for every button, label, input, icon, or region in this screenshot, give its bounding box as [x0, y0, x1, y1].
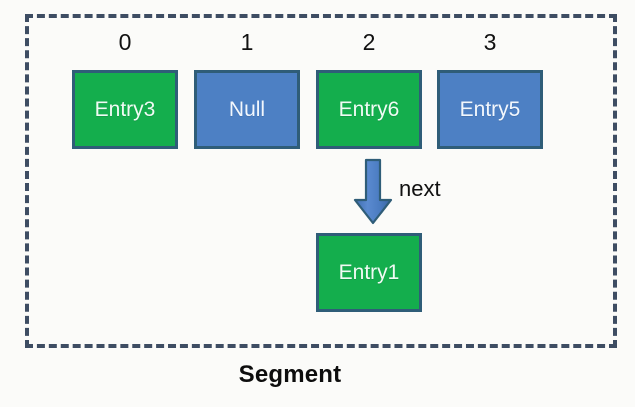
slot-index-0: 0	[118, 29, 132, 55]
next-arrow-icon	[353, 158, 393, 225]
slot-index-2: 2	[362, 29, 376, 55]
chained-entry-box: Entry1	[316, 233, 422, 312]
diagram-caption: Segment	[238, 361, 342, 388]
slot-index-3: 3	[483, 29, 497, 55]
segment-container	[25, 14, 617, 348]
bucket-entry-2: Entry6	[316, 70, 422, 149]
bucket-entry-0: Entry3	[72, 70, 178, 149]
bucket-entry-1: Null	[194, 70, 300, 149]
next-pointer-label: next	[399, 176, 441, 201]
bucket-entry-3: Entry5	[437, 70, 543, 149]
slot-index-1: 1	[240, 29, 254, 55]
